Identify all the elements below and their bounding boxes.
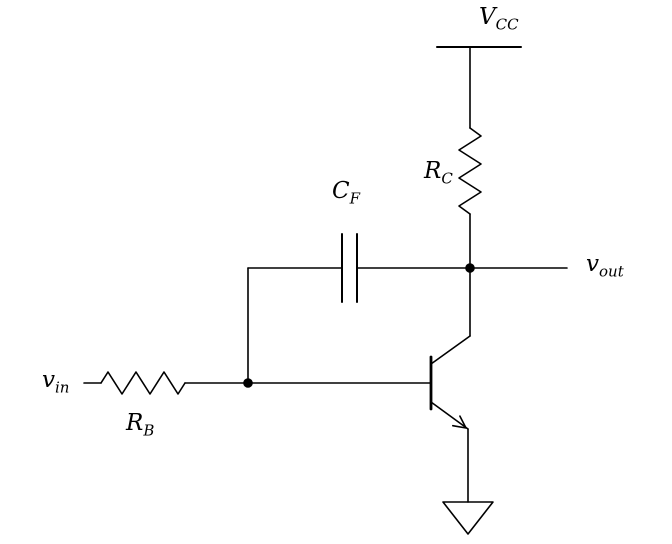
bjt-emitter-lead <box>430 401 469 430</box>
label-vcc-sub: CC <box>495 15 519 34</box>
label-cf-sub: F <box>349 189 361 208</box>
label-vcc: VCC <box>479 6 519 33</box>
bjt-collector-lead <box>430 335 471 365</box>
label-rc-sub: C <box>441 169 453 188</box>
label-cf-main: C <box>332 178 350 204</box>
label-rc: RC <box>424 160 453 187</box>
label-vout-sub: out <box>599 262 624 281</box>
label-vin: vin <box>42 369 69 396</box>
label-cf: CF <box>332 180 360 207</box>
resistor-rc <box>458 127 482 215</box>
bjt-emitter-arrow <box>451 415 467 429</box>
resistor-rb <box>100 371 186 395</box>
label-rb-main: R <box>126 410 144 436</box>
label-vout-main: v <box>586 251 599 277</box>
label-vin-main: v <box>42 367 55 393</box>
label-rc-main: R <box>424 158 442 184</box>
label-vcc-main: V <box>479 4 496 30</box>
ground-symbol <box>442 501 494 535</box>
label-vout: vout <box>586 253 624 280</box>
label-rb: RB <box>126 412 154 439</box>
label-rb-sub: B <box>143 421 155 440</box>
label-vin-sub: in <box>55 378 70 397</box>
